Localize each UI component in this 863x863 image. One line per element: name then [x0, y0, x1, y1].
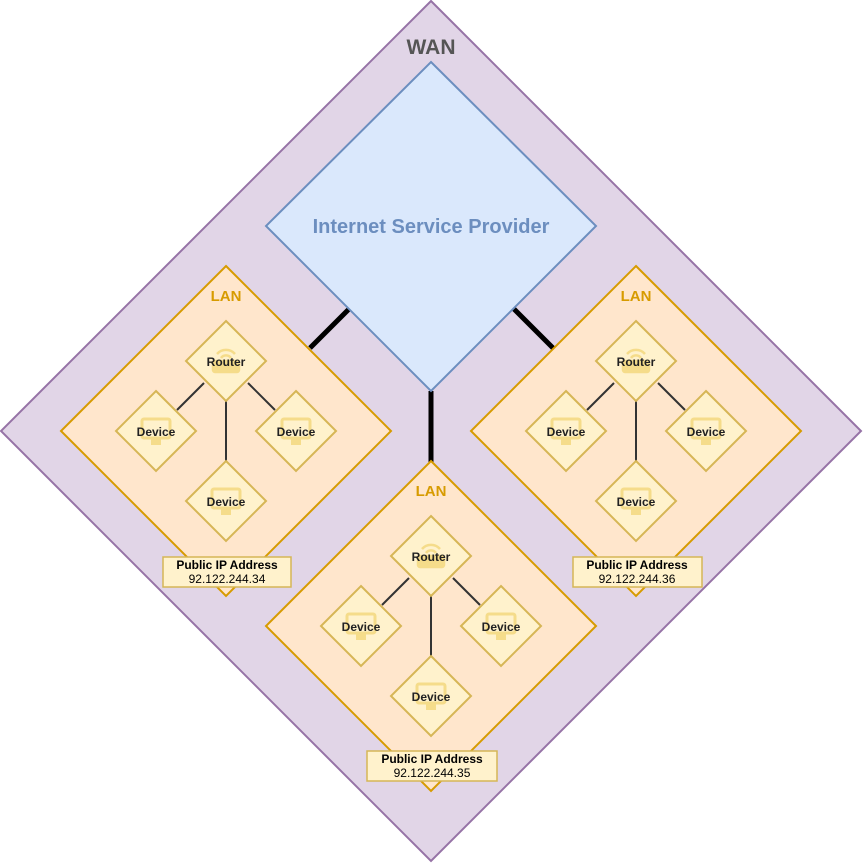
monitor-icon [210, 487, 242, 515]
isp-label: Internet Service Provider [313, 216, 550, 238]
isp-lan-connector-left [308, 307, 351, 350]
wifi-router-icon [416, 543, 446, 569]
device-label: Device [547, 425, 586, 439]
device-label: Device [137, 425, 176, 439]
device-node: Device [184, 459, 268, 543]
router-node: Router [389, 514, 473, 598]
lan-center: LAN Router Device [264, 459, 598, 793]
device-node: Device [114, 389, 198, 473]
wan-label: WAN [407, 36, 456, 59]
device-node: Device [594, 459, 678, 543]
link-router-device [381, 577, 410, 606]
device-label: Device [482, 620, 521, 634]
router-label: Router [207, 355, 246, 369]
link-router-device [176, 382, 205, 411]
isp-node [264, 60, 598, 393]
wifi-router-icon [211, 348, 241, 374]
router-label: Router [617, 355, 656, 369]
device-label: Device [687, 425, 726, 439]
router-node: Router [184, 319, 268, 403]
public-ip-box: Public IP Address 92.122.244.36 [572, 556, 703, 588]
device-node: Device [664, 389, 748, 473]
device-label: Device [277, 425, 316, 439]
monitor-icon [550, 417, 582, 445]
device-node: Device [524, 389, 608, 473]
public-ip-value: 92.122.244.36 [599, 572, 676, 586]
device-label: Device [342, 620, 381, 634]
monitor-icon [620, 487, 652, 515]
monitor-icon [345, 612, 377, 640]
device-label: Device [412, 690, 451, 704]
router-node: Router [594, 319, 678, 403]
link-router-device [586, 382, 615, 411]
device-label: Device [207, 495, 246, 509]
monitor-icon [280, 417, 312, 445]
lan-label: LAN [211, 288, 242, 305]
lan-left: LAN Router Device [59, 264, 393, 598]
lan-label: LAN [621, 288, 652, 305]
public-ip-title: Public IP Address [176, 558, 278, 572]
public-ip-title: Public IP Address [586, 558, 688, 572]
lan-right: LAN Router Device [469, 264, 803, 598]
router-label: Router [412, 550, 451, 564]
public-ip-value: 92.122.244.35 [394, 766, 471, 780]
monitor-icon [690, 417, 722, 445]
device-node: Device [459, 584, 543, 668]
device-node: Device [389, 654, 473, 738]
device-node: Device [254, 389, 338, 473]
isp-lan-connector-right [512, 307, 555, 350]
public-ip-title: Public IP Address [381, 752, 483, 766]
device-label: Device [617, 495, 656, 509]
device-node: Device [319, 584, 403, 668]
monitor-icon [140, 417, 172, 445]
public-ip-value: 92.122.244.34 [189, 572, 266, 586]
public-ip-box: Public IP Address 92.122.244.34 [162, 556, 292, 588]
lan-label: LAN [416, 483, 447, 500]
public-ip-box: Public IP Address 92.122.244.35 [366, 750, 498, 782]
link-router-device [452, 577, 481, 606]
wifi-router-icon [621, 348, 651, 374]
monitor-icon [485, 612, 517, 640]
link-router-device [247, 382, 276, 411]
link-router-device [657, 382, 686, 411]
monitor-icon [415, 682, 447, 710]
